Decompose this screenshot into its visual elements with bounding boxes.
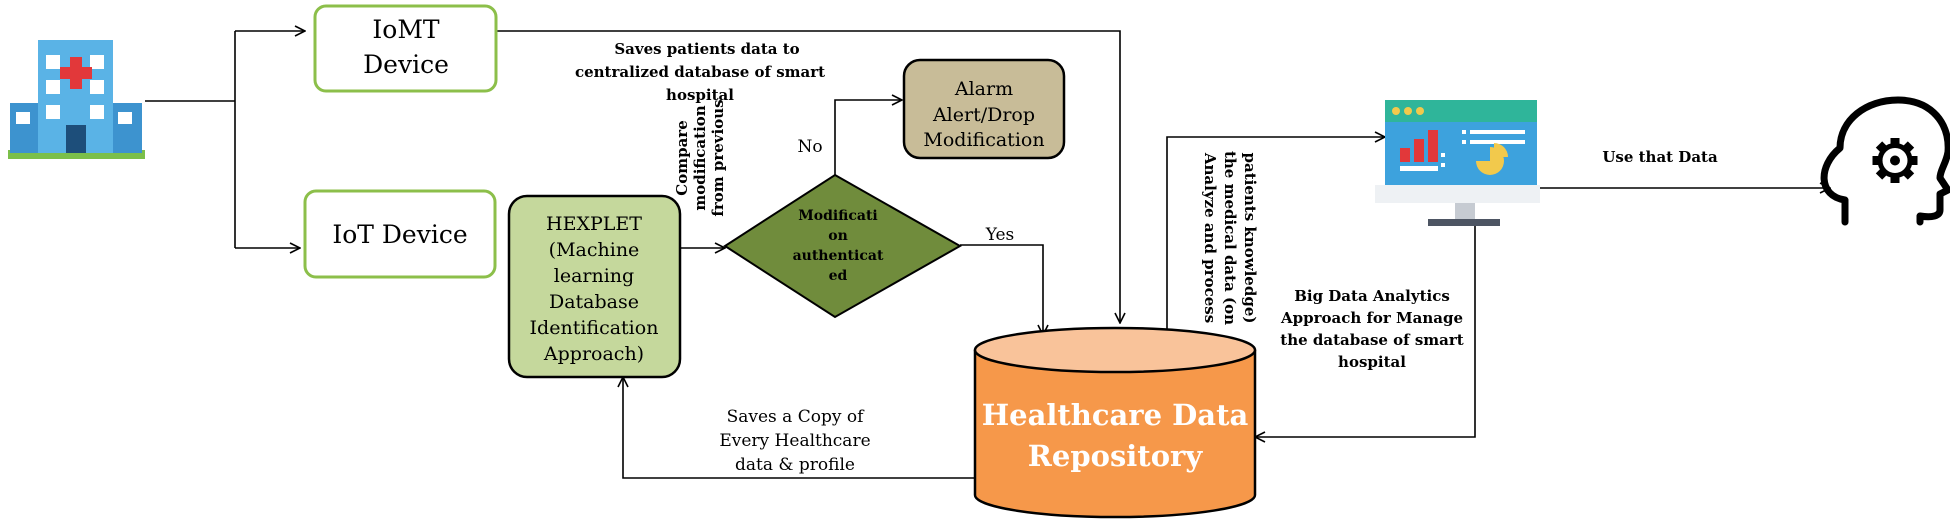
edge-decision-no (834, 100, 902, 175)
big-data-line4: hospital (1338, 353, 1406, 371)
alarm-node: Alarm Alert/Drop Modification (902, 58, 1066, 160)
hexplet-line3: learning (554, 265, 634, 287)
decision-line2: on (828, 228, 848, 244)
decision-node: Modificati on authenticat ed (723, 173, 963, 319)
decision-line4: ed (829, 268, 848, 284)
saves-patients-line1: Saves patients data to (614, 40, 799, 58)
analyze-line2: the medical data (on (1221, 151, 1239, 325)
use-data-label: Use that Data (1602, 148, 1718, 166)
hexplet-line2: (Machine (549, 239, 640, 261)
analyze-line1: Analyze and process (1201, 152, 1219, 323)
saves-patients-line2: centralized database of smart (575, 63, 825, 81)
hexplet-line6: Approach) (543, 343, 644, 365)
edge-iomt-to-repository (497, 30, 1120, 323)
head-gear-icon (1820, 96, 1950, 226)
alarm-line3: Modification (923, 129, 1044, 151)
saves-copy-line2: Every Healthcare (719, 431, 870, 451)
decision-line3: authenticat (793, 248, 884, 264)
edge-repository-to-monitor (1166, 137, 1385, 333)
saves-copy-line1: Saves a Copy of (727, 407, 865, 427)
edge-monitor-to-repository (1255, 223, 1476, 437)
repository-line1: Healthcare Data (982, 398, 1249, 432)
saves-patients-line3: hospital (666, 86, 734, 104)
saves-copy-line3: data & profile (735, 455, 855, 475)
edge-repository-to-hexplet (623, 377, 975, 479)
no-label: No (797, 137, 822, 157)
monitor-analytics-icon (1375, 100, 1540, 226)
yes-label: Yes (985, 225, 1015, 245)
repository-line2: Repository (1028, 439, 1204, 473)
big-data-line1: Big Data Analytics (1294, 287, 1450, 305)
edges (145, 30, 1830, 479)
iomt-label-line2: Device (363, 50, 449, 79)
hexplet-line5: Identification (530, 317, 659, 339)
iomt-label-line1: IoMT (372, 15, 440, 44)
compare-label: Compare modification from previous (673, 99, 727, 216)
compare-line3: from previous (709, 99, 727, 216)
repository-node: Healthcare Data Repository (973, 326, 1257, 519)
hexplet-line4: Database (549, 291, 639, 313)
iomt-device-node: IoMT Device (313, 4, 498, 93)
hexplet-node: HEXPLET (Machine learning Database Ident… (507, 194, 682, 379)
big-data-line2: Approach for Manage (1280, 309, 1463, 327)
edge-labels: Saves patients data to centralized datab… (575, 40, 1718, 475)
big-data-line3: the database of smart (1280, 331, 1463, 349)
iot-device-node: IoT Device (303, 189, 497, 279)
decision-line1: Modificati (798, 208, 878, 224)
edge-decision-yes (960, 244, 1043, 335)
analyze-line3: patients knowledge) (1241, 153, 1259, 324)
alarm-line1: Alarm (954, 78, 1013, 100)
hexplet-line1: HEXPLET (546, 213, 642, 235)
analyze-label: Analyze and process the medical data (on… (1201, 151, 1259, 325)
compare-line1: Compare (673, 120, 691, 195)
alarm-line2: Alert/Drop (932, 104, 1035, 126)
iot-label: IoT Device (332, 220, 467, 249)
hospital-icon (8, 40, 145, 159)
compare-line2: modification (691, 105, 709, 210)
